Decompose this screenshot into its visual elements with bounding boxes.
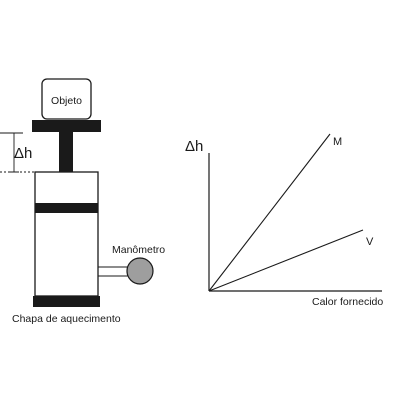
piston-head	[35, 203, 98, 213]
object-label: Objeto	[51, 95, 82, 107]
delta-h-dimension	[0, 132, 34, 173]
line-v	[208, 229, 364, 292]
heating-plate	[33, 296, 100, 307]
heating-plate-label: Chapa de aquecimento	[12, 313, 121, 325]
delta-h-label: Δh	[14, 145, 32, 162]
y-axis-label: Δh	[185, 138, 203, 155]
x-axis-label: Calor fornecido	[312, 296, 383, 308]
line-m	[208, 133, 331, 292]
piston-top-plate	[32, 120, 101, 132]
object-box	[41, 78, 92, 120]
manometer-gauge	[126, 257, 154, 285]
cylinder-body	[34, 171, 99, 297]
line-v-label: V	[366, 236, 374, 248]
graph: Δh Calor fornecido M V	[185, 133, 383, 308]
manometer-label: Manômetro	[112, 244, 165, 256]
line-m-label: M	[333, 136, 342, 148]
piston-apparatus: Objeto Δh Manômetro Chapa de aquecimento	[0, 78, 165, 325]
